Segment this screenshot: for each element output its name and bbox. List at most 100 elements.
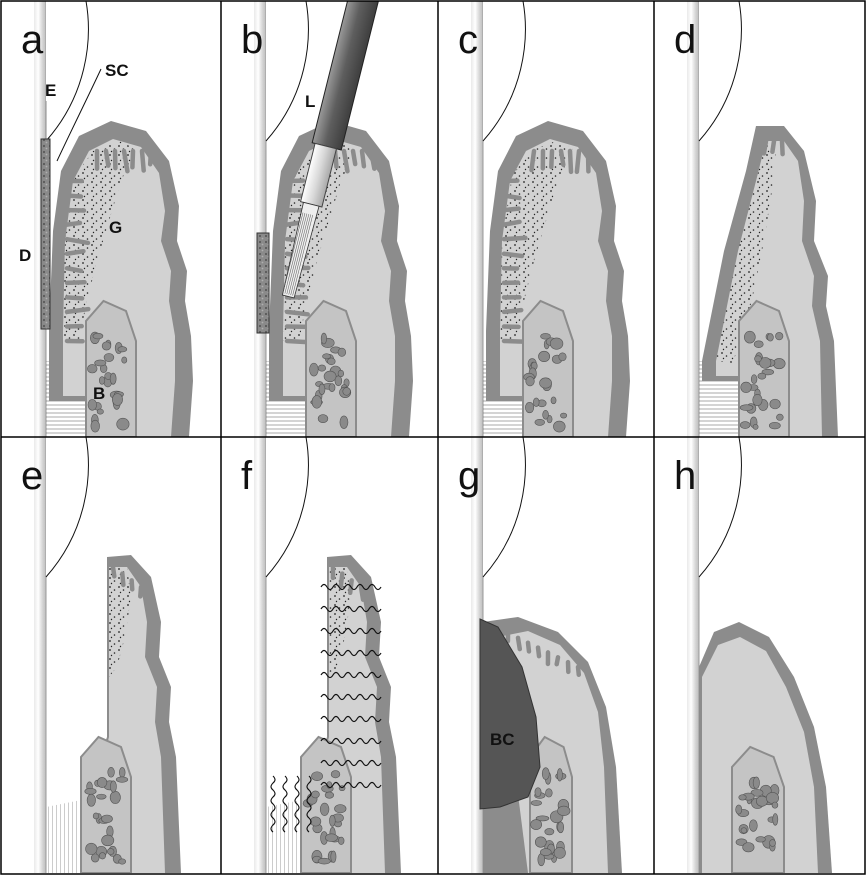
bone-fragment <box>119 767 125 777</box>
bone-fragment <box>338 348 346 356</box>
structure-label: E <box>45 81 56 100</box>
rete-peg <box>67 223 80 225</box>
bone-fragment <box>97 409 103 414</box>
rete-peg <box>538 648 539 657</box>
rete-peg <box>557 657 558 664</box>
bone-fragment <box>766 792 778 803</box>
bone-fragment <box>318 415 328 423</box>
tooth-root <box>34 437 46 873</box>
bone-fragment <box>526 377 535 386</box>
bone-fragment <box>108 767 115 777</box>
bone-fragment <box>324 371 336 382</box>
bone-fragment <box>107 848 114 854</box>
bone-fragment <box>101 815 112 823</box>
bone-fragment <box>331 771 340 778</box>
rete-peg <box>531 151 534 170</box>
structure-label: D <box>19 246 31 265</box>
bone-fragment <box>318 365 326 371</box>
bone-fragment <box>540 378 552 388</box>
rete-peg <box>764 141 766 153</box>
rete-peg <box>578 667 579 675</box>
bone-fragment <box>550 338 563 349</box>
bone-fragment <box>329 384 335 392</box>
rete-peg <box>113 567 114 576</box>
panel-letter: b <box>241 18 263 62</box>
rete-peg <box>504 238 525 239</box>
rete-peg <box>150 151 151 164</box>
rete-peg <box>504 196 520 198</box>
bone-fragment <box>310 817 320 826</box>
bone-fragment <box>343 388 351 396</box>
bone-fragment <box>775 332 783 340</box>
panel-letter: a <box>21 18 44 62</box>
rete-peg <box>362 151 364 166</box>
structure-label: B <box>93 384 105 403</box>
panel-letter: h <box>674 454 696 498</box>
bone-fragment <box>119 859 126 864</box>
bone-fragment <box>535 837 546 848</box>
bone-fragment <box>772 802 778 808</box>
rete-peg <box>341 574 343 587</box>
structure-label: BC <box>490 730 515 749</box>
bone-fragment <box>87 794 95 806</box>
rete-peg <box>142 151 144 171</box>
tooth-root <box>254 437 266 873</box>
rete-peg <box>353 151 355 164</box>
tooth-root <box>687 1 699 437</box>
rete-peg <box>287 341 307 342</box>
bone-fragment <box>743 842 754 851</box>
panel-letter: d <box>674 18 696 62</box>
bone-fragment <box>554 847 565 858</box>
structure-label: G <box>109 218 122 237</box>
rete-peg <box>67 196 81 197</box>
bone-fragment <box>535 788 541 797</box>
bone-fragment <box>331 851 336 863</box>
rete-peg <box>570 151 571 172</box>
bone-fragment <box>117 418 129 430</box>
bone-fragment <box>325 792 334 798</box>
bone-fragment <box>740 405 753 411</box>
rete-peg <box>504 341 523 342</box>
bone-fragment <box>327 358 335 365</box>
bone-fragment <box>110 373 116 384</box>
panel-letter: g <box>458 454 480 498</box>
bone-fragment <box>335 376 342 386</box>
bone-fragment <box>96 794 106 799</box>
bone-fragment <box>338 837 344 845</box>
bone-fragment <box>97 777 107 787</box>
rete-peg <box>132 151 133 167</box>
panel-letter: f <box>241 454 253 498</box>
bone-fragment <box>309 363 318 376</box>
rete-peg <box>140 587 141 596</box>
bone-fragment <box>558 822 564 833</box>
bone-fragment <box>95 360 106 366</box>
bone-fragment <box>118 347 127 352</box>
rete-peg <box>504 310 521 312</box>
bone-fragment <box>769 840 775 847</box>
tooth-root <box>254 1 266 437</box>
bone-fragment <box>540 849 551 856</box>
bone-fragment <box>744 331 755 343</box>
bone-fragment <box>741 382 752 393</box>
rete-peg <box>561 151 563 165</box>
rete-peg <box>67 297 82 298</box>
bone-fragment <box>751 375 757 384</box>
bone-fragment <box>740 422 750 429</box>
bone-fragment <box>93 813 99 819</box>
bone-fragment <box>770 399 780 409</box>
bone-fragment <box>110 791 120 803</box>
bone-fragment <box>545 789 552 797</box>
bone-fragment <box>767 334 773 342</box>
bone-fragment <box>321 333 326 344</box>
rete-peg <box>504 254 522 256</box>
bone-fragment <box>557 806 570 816</box>
bone-fragment <box>538 351 549 362</box>
bone-fragment <box>535 419 545 425</box>
bone-fragment <box>531 800 542 805</box>
rete-peg <box>106 151 108 166</box>
rete-peg <box>67 282 85 283</box>
bone-fragment <box>545 828 554 834</box>
bone-fragment <box>557 769 562 781</box>
bone-fragment <box>85 788 96 794</box>
bone-fragment <box>86 843 97 854</box>
